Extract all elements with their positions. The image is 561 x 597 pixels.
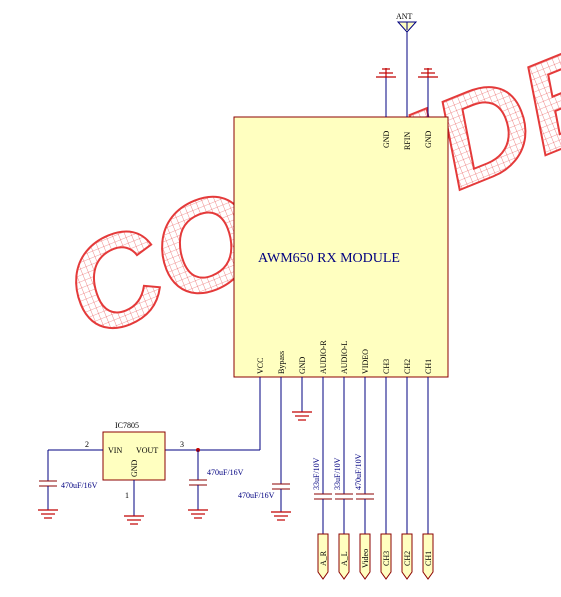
svg-text:GND: GND: [424, 130, 433, 148]
svg-text:GND: GND: [382, 130, 391, 148]
regulator-pin-out: 3: [180, 440, 184, 449]
video-net: 470uF/10V: [354, 377, 374, 534]
video-cap-value: 470uF/10V: [354, 453, 363, 490]
connector-a-l: A_L: [338, 533, 350, 580]
antenna-label: ANT: [396, 12, 413, 21]
bottom-pin-vcc: VCC: [256, 358, 265, 374]
connector-ch2: CH2: [401, 533, 413, 580]
regulator-gnd: GND: [130, 459, 139, 477]
regulator-pin-gnd: 1: [125, 491, 129, 500]
svg-text:VIDEO: VIDEO: [361, 349, 370, 374]
ground-symbol: [271, 511, 291, 521]
connector-ch1: CH1: [422, 533, 434, 580]
bottom-pin-audio-l: AUDIO-L: [340, 341, 349, 374]
svg-text:VCC: VCC: [256, 358, 265, 374]
connector-video: Video: [359, 533, 371, 580]
svg-text:CH3: CH3: [382, 551, 391, 566]
bottom-pin-ch1: CH1: [424, 359, 433, 374]
audio-l-cap-value: 33uF/10V: [333, 457, 342, 490]
audio-l-net: 33uF/10V: [333, 377, 353, 534]
svg-text:CH1: CH1: [424, 359, 433, 374]
bottom-pin-ch2: CH2: [403, 359, 412, 374]
ground-symbol: [292, 411, 312, 421]
svg-text:AUDIO-R: AUDIO-R: [319, 340, 328, 374]
svg-text:CH3: CH3: [382, 359, 391, 374]
antenna-symbol: ANT: [396, 12, 418, 33]
bottom-pin-bypass: Bypass: [277, 351, 286, 374]
top-pin-gnd-left: GND: [382, 77, 391, 148]
regulator-gnd-net: 1: [125, 480, 135, 516]
bottom-pin-audio-r: AUDIO-R: [319, 340, 328, 374]
ground-symbol: [188, 509, 208, 519]
regulator-input-net: 2 470uF/16V: [39, 440, 103, 510]
svg-text:A_R: A_R: [319, 550, 328, 566]
regulator-vin: VIN: [108, 446, 122, 455]
svg-text:Bypass: Bypass: [277, 351, 286, 374]
audio-r-cap-value: 33uF/10V: [312, 457, 321, 490]
svg-text:CH2: CH2: [403, 551, 412, 566]
svg-text:GND: GND: [298, 356, 307, 374]
regulator-ref: IC7805: [115, 421, 139, 430]
module-title: AWM650 RX MODULE: [258, 251, 400, 266]
svg-text:CH2: CH2: [403, 359, 412, 374]
output-cap-value: 470uF/16V: [207, 468, 244, 477]
ground-symbol: [376, 68, 396, 78]
regulator-ic7805: IC7805 VIN VOUT GND: [102, 421, 166, 481]
connector-a-r: A_R: [317, 533, 329, 580]
svg-text:Video: Video: [361, 549, 370, 568]
svg-text:A_L: A_L: [340, 551, 349, 566]
bypass-cap-value: 470uF/16V: [238, 491, 275, 500]
audio-r-net: 33uF/10V: [312, 377, 332, 534]
top-pin-rfin: RFIN: [403, 30, 412, 150]
rx-module-body: [233, 116, 449, 378]
ground-symbol: [38, 509, 58, 519]
svg-text:AUDIO-L: AUDIO-L: [340, 341, 349, 374]
regulator-output: 3 470uF/16V: [180, 440, 244, 510]
ground-symbol: [124, 515, 144, 525]
regulator-vout: VOUT: [136, 446, 158, 455]
bottom-pin-ch3: CH3: [382, 359, 391, 374]
bypass-capacitor: 470uF/16V: [238, 377, 290, 512]
ground-symbol: [418, 68, 438, 78]
connector-ch3: CH3: [380, 533, 392, 580]
regulator-pin-in: 2: [85, 440, 89, 449]
bottom-pin-video: VIDEO: [361, 349, 370, 374]
top-pin-gnd-right: GND: [424, 77, 433, 148]
input-cap-value: 470uF/16V: [61, 481, 98, 490]
svg-text:RFIN: RFIN: [403, 132, 412, 150]
vcc-net: [165, 377, 261, 480]
svg-text:CH1: CH1: [424, 551, 433, 566]
bottom-pin-gnd: GND: [298, 356, 307, 374]
